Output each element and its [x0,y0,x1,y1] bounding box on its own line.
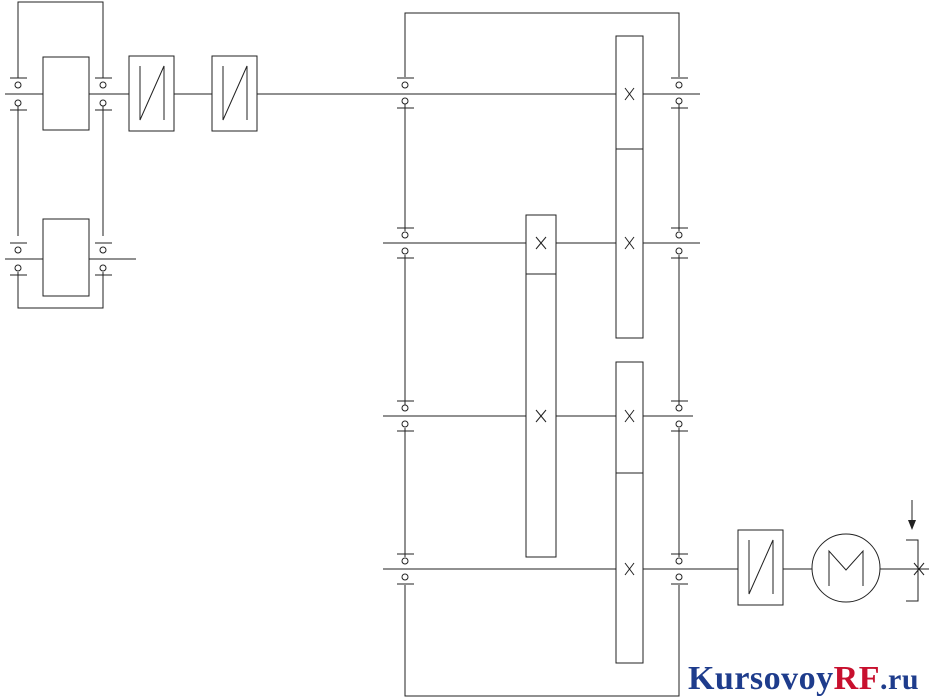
gearbox-top-frame [404,12,680,77]
bearing-upper-right [95,77,112,111]
bearing-lower-right [95,242,112,276]
drive-section [737,500,929,606]
gearbox-bearing-right-1 [671,77,688,109]
coupling-1 [128,55,175,132]
gearbox-bearing-right-4 [671,553,688,585]
gearbox-bearing-left-3 [397,400,414,432]
lower-unit-block [42,218,90,297]
gear-mark [624,87,635,101]
gear-mark [624,236,635,250]
gear-mark [624,409,635,423]
gear-pair-lower-right [615,361,644,664]
gear-mark [535,236,547,250]
gear-pair-middle [525,214,557,558]
gearbox-bearing-right-2 [671,227,688,259]
coupling-2 [211,55,258,132]
bearing-upper-left [10,77,27,111]
upper-unit-block [42,56,90,131]
gearbox-bearing-left-2 [397,227,414,259]
gear-pair-upper-right [615,35,644,339]
lower-loop-frame [17,272,104,309]
output-shaft-support [906,539,925,602]
coupling-3 [737,529,784,606]
upper-loop-frame [17,1,104,78]
electric-motor-icon [811,533,881,603]
watermark-part-3: .ru [880,663,919,696]
gearbox [383,12,740,697]
gearbox-bearing-left-4 [397,553,414,585]
load-arrow-icon [908,500,916,530]
gear-mark [624,562,635,576]
gearbox-bottom-frame [404,585,680,697]
gearbox-bearing-left-1 [397,77,414,109]
bearing-lower-left [10,242,27,276]
watermark-part-2: RF [833,660,880,697]
watermark-logo: KursovoyRF.ru [688,660,919,698]
left-assembly [5,1,400,309]
watermark-part-1: Kursovoy [687,660,834,697]
gear-mark [535,409,547,423]
gearbox-bearing-right-3 [671,400,688,432]
